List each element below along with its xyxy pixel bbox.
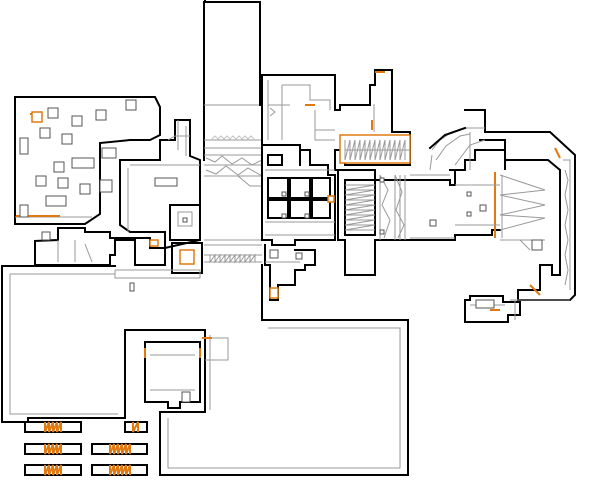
- crate-icon: [71, 157, 95, 169]
- strip-5: [91, 443, 148, 455]
- crate-icon: [53, 161, 65, 173]
- crate-icon: [31, 111, 43, 123]
- crate-icon: [101, 147, 117, 159]
- door-icon: [269, 287, 279, 299]
- strip-4: [124, 421, 148, 433]
- crate-icon: [45, 195, 67, 207]
- door-icon: [149, 239, 159, 247]
- crate-icon: [39, 127, 51, 139]
- crate-icon: [47, 107, 59, 119]
- switch-icon: [479, 204, 487, 212]
- crate-icon: [35, 175, 47, 187]
- crate-icon: [19, 137, 29, 155]
- west-annex: [33, 227, 166, 266]
- strip-6: [91, 464, 148, 476]
- crate-icon: [95, 109, 107, 121]
- east-wing: [428, 109, 576, 323]
- west-building: [14, 96, 161, 225]
- central-west-rooms: [119, 119, 201, 250]
- crate-icon: [57, 177, 69, 189]
- teleport-room: [114, 242, 203, 292]
- switch-icon: [182, 217, 188, 223]
- crate-icon: [41, 231, 51, 241]
- central-east-rooms: [259, 69, 506, 186]
- crate-icon: [99, 179, 113, 193]
- bridge-rails: [209, 253, 256, 264]
- pillar-hall: [337, 169, 501, 276]
- key-icon: [327, 195, 335, 203]
- ledge: [154, 177, 178, 187]
- teleporter-icon: [179, 249, 195, 265]
- grid-room: [261, 144, 336, 246]
- south-room: [144, 337, 229, 409]
- connector-south: [264, 244, 316, 301]
- crate-icon: [71, 115, 83, 127]
- central-hall: [203, 0, 263, 264]
- inner-room: [169, 204, 201, 241]
- crate-icon: [19, 204, 29, 218]
- storage-strips: [24, 421, 148, 476]
- crate-icon: [125, 99, 137, 111]
- crate-icon: [61, 133, 73, 145]
- marker: [129, 282, 135, 292]
- crate-icon: [79, 183, 91, 195]
